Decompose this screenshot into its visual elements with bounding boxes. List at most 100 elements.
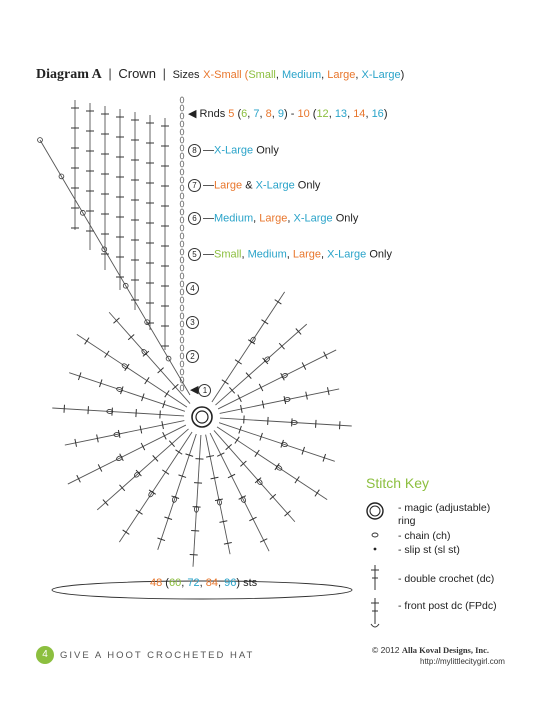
dc-crossbar (120, 386, 124, 395)
diagram-title: Diagram A | Crown | Sizes X-Small (Small… (36, 66, 405, 82)
chain-stitch (179, 152, 185, 160)
chain-stitch (179, 336, 185, 344)
text-run: , (253, 212, 260, 225)
stitch-spoke (211, 291, 286, 403)
dc-crossbar (157, 537, 166, 542)
dc-crossbar (254, 449, 260, 457)
dc-crossbar (124, 363, 130, 372)
dc-crossbar (135, 509, 143, 515)
dc-crossbar (327, 387, 330, 396)
slip-stitch-icon (373, 547, 377, 551)
dc-crossbar (119, 484, 126, 492)
dc-crossbar (164, 390, 170, 398)
chain-stitch (256, 479, 263, 486)
chain-stitch (116, 386, 123, 393)
sizes-list: X-Small (Small, Medium, Large, X-Large) (203, 69, 404, 81)
chain-stitch (250, 336, 256, 344)
text-run: 12 (316, 108, 329, 120)
chain-stitch (179, 296, 185, 304)
chain-stitch (179, 280, 185, 288)
dc-crossbar (280, 439, 284, 448)
dc-crossbar (240, 404, 243, 413)
chain-stitch (179, 368, 185, 376)
dc-crossbar (168, 440, 175, 447)
stitch-key-title: Stitch Key (366, 475, 430, 491)
chain-icon (371, 532, 379, 538)
round-number: 8 (188, 144, 201, 157)
text-run: 9 (277, 108, 284, 120)
text-run: 84 (205, 577, 218, 589)
dc-crossbar (140, 442, 146, 451)
dc-crossbar (221, 379, 229, 385)
magic-ring-icon (369, 505, 381, 517)
text-run: 10 (297, 108, 310, 120)
dc-crossbar (216, 452, 225, 457)
dc-crossbar (144, 377, 150, 385)
chain-stitch (179, 344, 185, 352)
text-run: , (328, 108, 335, 120)
dc-crossbar (234, 436, 240, 444)
text-run: 5 (228, 108, 235, 120)
dc-crossbar (162, 469, 170, 475)
round-1-marker: ◀1 (190, 383, 213, 397)
stitch-spoke (157, 433, 197, 550)
text-run: , (347, 108, 354, 120)
dc-crossbar (157, 367, 164, 374)
magic-ring-icon (366, 502, 384, 520)
text-run: , (247, 108, 254, 120)
text-run: , (321, 69, 328, 81)
round-8-label: 8—X-Large Only (188, 144, 279, 157)
dc-crossbar (237, 394, 242, 403)
text-run: X-Large (293, 212, 333, 225)
sizes-label: Sizes (172, 69, 200, 81)
text-run: 6 (241, 108, 248, 120)
dc-crossbar (74, 438, 77, 447)
chain-stitch (179, 304, 185, 312)
chain-stitch (179, 176, 185, 184)
copyright: © 2012 Alla Koval Designs, Inc. (372, 645, 490, 655)
chain-stitch (179, 384, 185, 392)
dc-crossbar (148, 489, 157, 495)
text-run: 7 (253, 108, 260, 120)
stitch-spoke (76, 333, 188, 408)
text-run: ) (383, 108, 388, 120)
chain-stitch (141, 348, 148, 355)
stitch-spoke (64, 420, 185, 446)
dc-crossbar (247, 339, 256, 345)
dc-crossbar (113, 317, 120, 324)
chain-stitch (179, 144, 185, 152)
chain-stitch (264, 356, 271, 363)
dc-crossbar (323, 351, 328, 360)
dc-crossbar (283, 396, 287, 405)
text-run: , (365, 108, 372, 120)
chain-stitch (275, 465, 283, 471)
pattern-name: GIVE A HOOT CROCHETED HAT (60, 650, 255, 661)
dc-crossbar (261, 319, 269, 325)
dc-crossbar (119, 453, 124, 462)
text-run: X-Large (327, 248, 367, 261)
dc-crossbar (262, 357, 269, 365)
chain-stitch (179, 320, 185, 328)
diagram-label: Diagram A (36, 67, 102, 82)
text-run: 48 (150, 577, 163, 589)
dc-crossbar (234, 359, 242, 365)
dc-crossbar (278, 342, 285, 350)
text-run: — (203, 212, 214, 225)
text-run: , (355, 69, 362, 81)
chain-stitch (122, 282, 129, 289)
text-run: X-Large (214, 144, 254, 157)
dc-crossbar (305, 391, 308, 400)
stitch-spoke (52, 407, 185, 417)
chain-stitch (179, 96, 185, 104)
key-front-post-dc-text: - front post dc (FPdc) (398, 600, 497, 612)
stitch-spoke (213, 430, 296, 523)
stitch-count-label: 48 (60, 72, 84, 96) sts (150, 577, 257, 589)
text-run: Only (332, 212, 359, 225)
stitch-spoke (67, 424, 187, 485)
text-run: X-Small ( (203, 69, 249, 81)
text-run: Only (253, 144, 279, 157)
chain-stitch (179, 360, 185, 368)
dc-crossbar (139, 425, 143, 434)
text-run: — (203, 248, 214, 261)
